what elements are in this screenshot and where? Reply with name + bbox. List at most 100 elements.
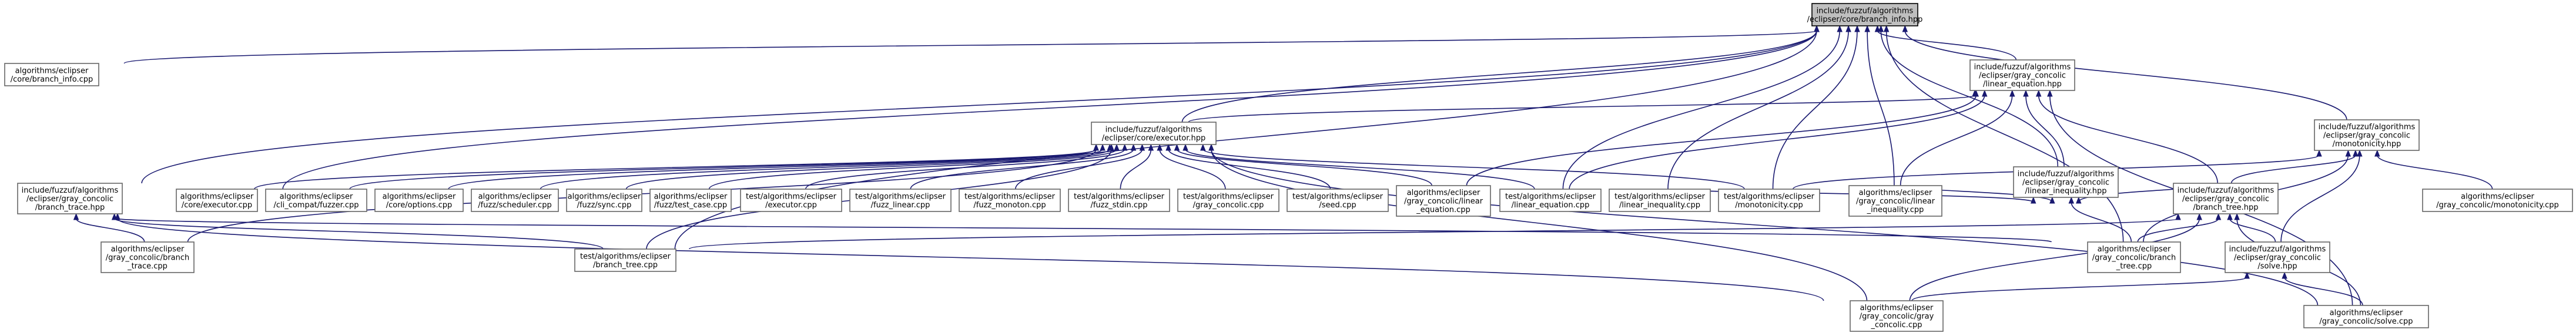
file-node-branch-trace-hpp[interactable]: include/fuzzuf/algorithms/eclipser/gray_… xyxy=(17,183,123,214)
arrowhead-icon xyxy=(1845,25,1851,32)
file-node-linear-equation-hpp[interactable]: include/fuzzuf/algorithms/eclipser/gray_… xyxy=(1969,59,2075,91)
node-box xyxy=(959,189,1061,212)
edge-test_seed_cpp-to-executor_hpp xyxy=(1165,143,1331,190)
node-label-line: include/fuzzuf/algorithms xyxy=(22,186,119,195)
node-label-line: /linear_inequality.cpp xyxy=(1619,201,1700,210)
edge-line xyxy=(1867,30,1895,186)
arrowhead-icon xyxy=(2282,271,2287,279)
node-box xyxy=(649,189,732,212)
file-node-test-executor-cpp[interactable]: test/algorithms/eclipser/executor.cpp xyxy=(740,189,842,212)
node-label-line: _equation.cpp xyxy=(1416,206,1470,214)
edge-line xyxy=(1159,149,1226,190)
node-label-line: /core/executor.cpp xyxy=(182,201,252,210)
edge-solve_cpp-to-executor_hpp xyxy=(1208,143,2319,306)
file-node-branch-trace-cpp[interactable]: algorithms/eclipser/gray_concolic/branch… xyxy=(101,241,195,273)
edge-line xyxy=(113,218,604,250)
edge-linear_inequality_cpp-to-linear_equation_hpp xyxy=(1900,89,2015,186)
node-box xyxy=(1850,300,1944,332)
edge-line xyxy=(1904,30,2347,120)
edge-line xyxy=(2230,154,2356,184)
edge-line xyxy=(75,218,145,243)
file-node-branch-tree-cpp[interactable]: algorithms/eclipser/gray_concolic/branch… xyxy=(2087,241,2181,273)
file-node-branch-info-cpp[interactable]: algorithms/eclipser/core/branch_info.cpp xyxy=(4,63,99,86)
file-node-test-seed-cpp[interactable]: test/algorithms/eclipser/seed.cpp xyxy=(1287,189,1389,212)
node-label-line: /eclipser/core/executor.hpp xyxy=(1102,134,1206,143)
node-label-line: /branch_tree.hpp xyxy=(2193,203,2258,212)
file-node-monotonicity-hpp[interactable]: include/fuzzuf/algorithms/eclipser/gray_… xyxy=(2314,119,2420,151)
edge-test_linear_equation_cpp-to-executor_hpp xyxy=(1183,143,1535,190)
file-node-test-fuzz-monoton-cpp[interactable]: test/algorithms/eclipser/fuzz_monoton.cp… xyxy=(959,189,1061,212)
file-node-fuzz-scheduler-cpp[interactable]: algorithms/eclipser/fuzz/scheduler.cpp xyxy=(471,189,559,212)
file-node-cli-compat-fuzzer-cpp[interactable]: algorithms/eclipser/cli_compat/fuzzer.cp… xyxy=(265,189,367,212)
file-node-test-gray-concolic-cpp[interactable]: test/algorithms/eclipser/gray_concolic.c… xyxy=(1177,189,1279,212)
arrowhead-icon xyxy=(2353,149,2359,157)
edge-line xyxy=(448,149,1097,190)
file-node-root[interactable]: include/fuzzuf/algorithms/eclipser/core/… xyxy=(1807,3,1923,26)
node-label-line: /gray_concolic/solve.cpp xyxy=(2319,317,2413,326)
node-label-line: /gray_concolic/linear xyxy=(1404,197,1483,206)
node-box xyxy=(2303,305,2429,328)
file-node-core-executor-cpp[interactable]: algorithms/eclipser/core/executor.cpp xyxy=(176,189,258,212)
edge-test_linear_inequality_cpp-to-root xyxy=(1667,25,1851,190)
node-label-line: include/fuzzuf/algorithms xyxy=(2319,123,2416,132)
file-node-core-options-cpp[interactable]: algorithms/eclipser/core/options.cpp xyxy=(374,189,464,212)
edge-line xyxy=(117,218,1824,301)
edge-test_branch_tree_cpp-to-root xyxy=(674,25,1820,250)
node-label-line: algorithms/eclipser xyxy=(2330,308,2403,317)
file-node-test-fuzz-linear-cpp[interactable]: test/algorithms/eclipser/fuzz_linear.cpp xyxy=(849,189,952,212)
edge-line xyxy=(540,149,1103,190)
node-box xyxy=(1177,189,1279,212)
file-node-executor-hpp[interactable]: include/fuzzuf/algorithms/eclipser/core/… xyxy=(1091,122,1217,145)
file-node-linear-equation-cpp[interactable]: algorithms/eclipser/gray_concolic/linear… xyxy=(1396,185,1491,217)
file-node-gray-concolic-cpp[interactable]: algorithms/eclipser/gray_concolic/gray_c… xyxy=(1850,300,1944,332)
node-box xyxy=(1609,189,1711,212)
node-box xyxy=(1068,189,1170,212)
edge-line xyxy=(1877,30,2017,61)
edge-line xyxy=(625,149,1110,190)
edge-test_fuzz_monoton_cpp-to-executor_hpp xyxy=(1015,143,1145,190)
edge-line xyxy=(805,149,1125,190)
arrowhead-icon xyxy=(2374,149,2380,157)
file-node-test-linear-equation-cpp[interactable]: test/algorithms/eclipser/linear_equation… xyxy=(1499,189,1602,212)
edge-fuzz_scheduler_cpp-to-executor_hpp xyxy=(540,143,1106,190)
node-box xyxy=(265,189,367,212)
edge-line xyxy=(1911,277,2247,301)
edge-monotonicity_hpp-to-root xyxy=(1902,25,2347,120)
node-label-line: algorithms/eclipser xyxy=(2461,192,2534,201)
file-node-linear-inequality-cpp[interactable]: algorithms/eclipser/gray_concolic/linear… xyxy=(1848,185,1942,217)
node-label-line: /seed.cpp xyxy=(1319,201,1356,210)
edge-linear_equation_hpp-to-root xyxy=(1874,25,2017,61)
arrowhead-icon xyxy=(2345,149,2351,157)
node-box xyxy=(2013,166,2119,198)
file-node-branch-tree-hpp[interactable]: include/fuzzuf/algorithms/eclipser/gray_… xyxy=(2173,183,2279,214)
node-label-line: /eclipser/gray_concolic xyxy=(2182,195,2269,204)
file-node-fuzz-sync-cpp[interactable]: algorithms/eclipser/fuzz/sync.cpp xyxy=(566,189,642,212)
file-node-test-fuzz-stdin-cpp[interactable]: test/algorithms/eclipser/fuzz_stdin.cpp xyxy=(1068,189,1170,212)
file-node-solve-cpp[interactable]: algorithms/eclipser/gray_concolic/solve.… xyxy=(2303,305,2429,328)
node-label-line: /linear_inequality.hpp xyxy=(2025,187,2107,196)
file-node-monotonicity-cpp[interactable]: algorithms/eclipser/gray_concolic/monoto… xyxy=(2422,189,2573,212)
edge-line xyxy=(1185,149,1535,190)
node-label-line: /fuzz/test_case.cpp xyxy=(654,201,727,210)
arrowhead-icon xyxy=(2076,196,2082,204)
node-label-line: algorithms/eclipser xyxy=(280,192,353,201)
node-label-line: /eclipser/core/branch_info.hpp xyxy=(1807,15,1923,24)
edge-solve_cpp-to-solve_hpp xyxy=(2282,271,2363,306)
file-node-linear-inequality-hpp[interactable]: include/fuzzuf/algorithms/eclipser/gray_… xyxy=(2013,166,2119,198)
arrowhead-icon xyxy=(1854,25,1860,32)
file-node-test-branch-tree-cpp[interactable]: test/algorithms/eclipser/branch_tree.cpp xyxy=(574,248,676,272)
arrowhead-icon xyxy=(1837,25,1843,32)
node-label-line: algorithms/eclipser xyxy=(1407,189,1480,197)
edge-line xyxy=(1900,95,2013,186)
edge-branch_tree_cpp-to-branch_tree_hpp xyxy=(2137,213,2222,243)
edge-line xyxy=(2280,154,2360,243)
file-node-solve-hpp[interactable]: include/fuzzuf/algorithms/eclipser/gray_… xyxy=(2225,241,2330,273)
file-node-test-linear-inequality-cpp[interactable]: test/algorithms/eclipser/linear_inequali… xyxy=(1609,189,1711,212)
node-label-line: test/algorithms/eclipser xyxy=(855,192,946,201)
file-node-test-monotonicity-cpp[interactable]: test/algorithms/eclipser/monotonicity.cp… xyxy=(1718,189,1820,212)
arrowhead-icon xyxy=(1130,143,1137,151)
file-node-fuzz-test-case-cpp[interactable]: algorithms/eclipser/fuzz/test_case.cpp xyxy=(649,189,732,212)
edge-line xyxy=(2284,277,2363,306)
edge-line xyxy=(1202,149,1745,190)
edge-line xyxy=(2229,218,2276,243)
